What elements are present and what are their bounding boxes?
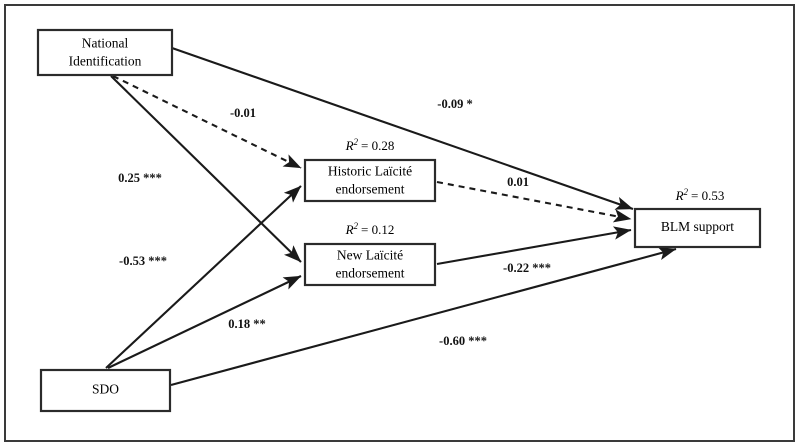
edge-coefficient-natid-to-new: -0.53 *** — [119, 254, 167, 268]
edge-coefficient-new-to-blm: -0.22 *** — [503, 261, 551, 275]
node-label-historic-laicite: Historic Laïcité — [328, 164, 412, 179]
node-label-second-line-historic-laicite: endorsement — [336, 182, 405, 197]
edge-natid-to-blm — [171, 47, 634, 210]
r-squared-label-new-laicite: R2= 0.12 — [345, 221, 395, 237]
node-label-national-identification: National — [82, 36, 129, 51]
r-squared-label-blm-support: R2= 0.53 — [675, 187, 725, 203]
edge-coefficient-historic-to-blm: 0.01 — [507, 175, 529, 189]
node-label-second-line-new-laicite: endorsement — [336, 266, 405, 281]
edge-natid-to-new — [110, 75, 302, 263]
node-box-blm-support — [633, 207, 762, 249]
edge-sdo-to-new — [107, 275, 302, 369]
node-new-laicite: New Laïcité endorsement — [303, 242, 437, 287]
edge-coefficient-sdo-to-blm: -0.60 *** — [439, 334, 487, 348]
node-box-new-laicite — [303, 242, 437, 287]
edges-layer — [105, 47, 677, 387]
node-blm-support: BLM support — [633, 207, 762, 249]
node-historic-laicite: Historic Laïcité endorsement — [303, 158, 437, 203]
node-box-national-identification — [36, 28, 174, 77]
node-box-historic-laicite — [303, 158, 437, 203]
node-label-new-laicite: New Laïcité — [337, 248, 403, 263]
edge-coefficient-natid-to-historic: -0.01 — [230, 106, 256, 120]
edge-labels-layer: -0.09 * -0.01 -0.53 *** 0.25 *** 0.18 ** 0.01… — [118, 97, 551, 348]
node-label-blm-support: BLM support — [661, 219, 734, 234]
node-sdo: SDO — [39, 368, 172, 413]
edge-coefficient-sdo-to-historic: 0.25 *** — [118, 171, 162, 185]
node-label-sdo: SDO — [92, 382, 119, 397]
node-label-second-line-national-identification: Identification — [69, 54, 142, 69]
edge-coefficient-natid-to-blm: -0.09 * — [437, 97, 472, 111]
edge-coefficient-sdo-to-new: 0.18 ** — [228, 317, 266, 331]
edge-sdo-to-blm — [170, 246, 677, 387]
r-squared-label-historic-laicite: R2= 0.28 — [345, 137, 395, 153]
node-box-sdo — [39, 368, 172, 413]
edge-natid-to-historic — [112, 75, 302, 169]
edge-sdo-to-historic — [105, 185, 302, 369]
edge-new-to-blm — [436, 226, 632, 266]
